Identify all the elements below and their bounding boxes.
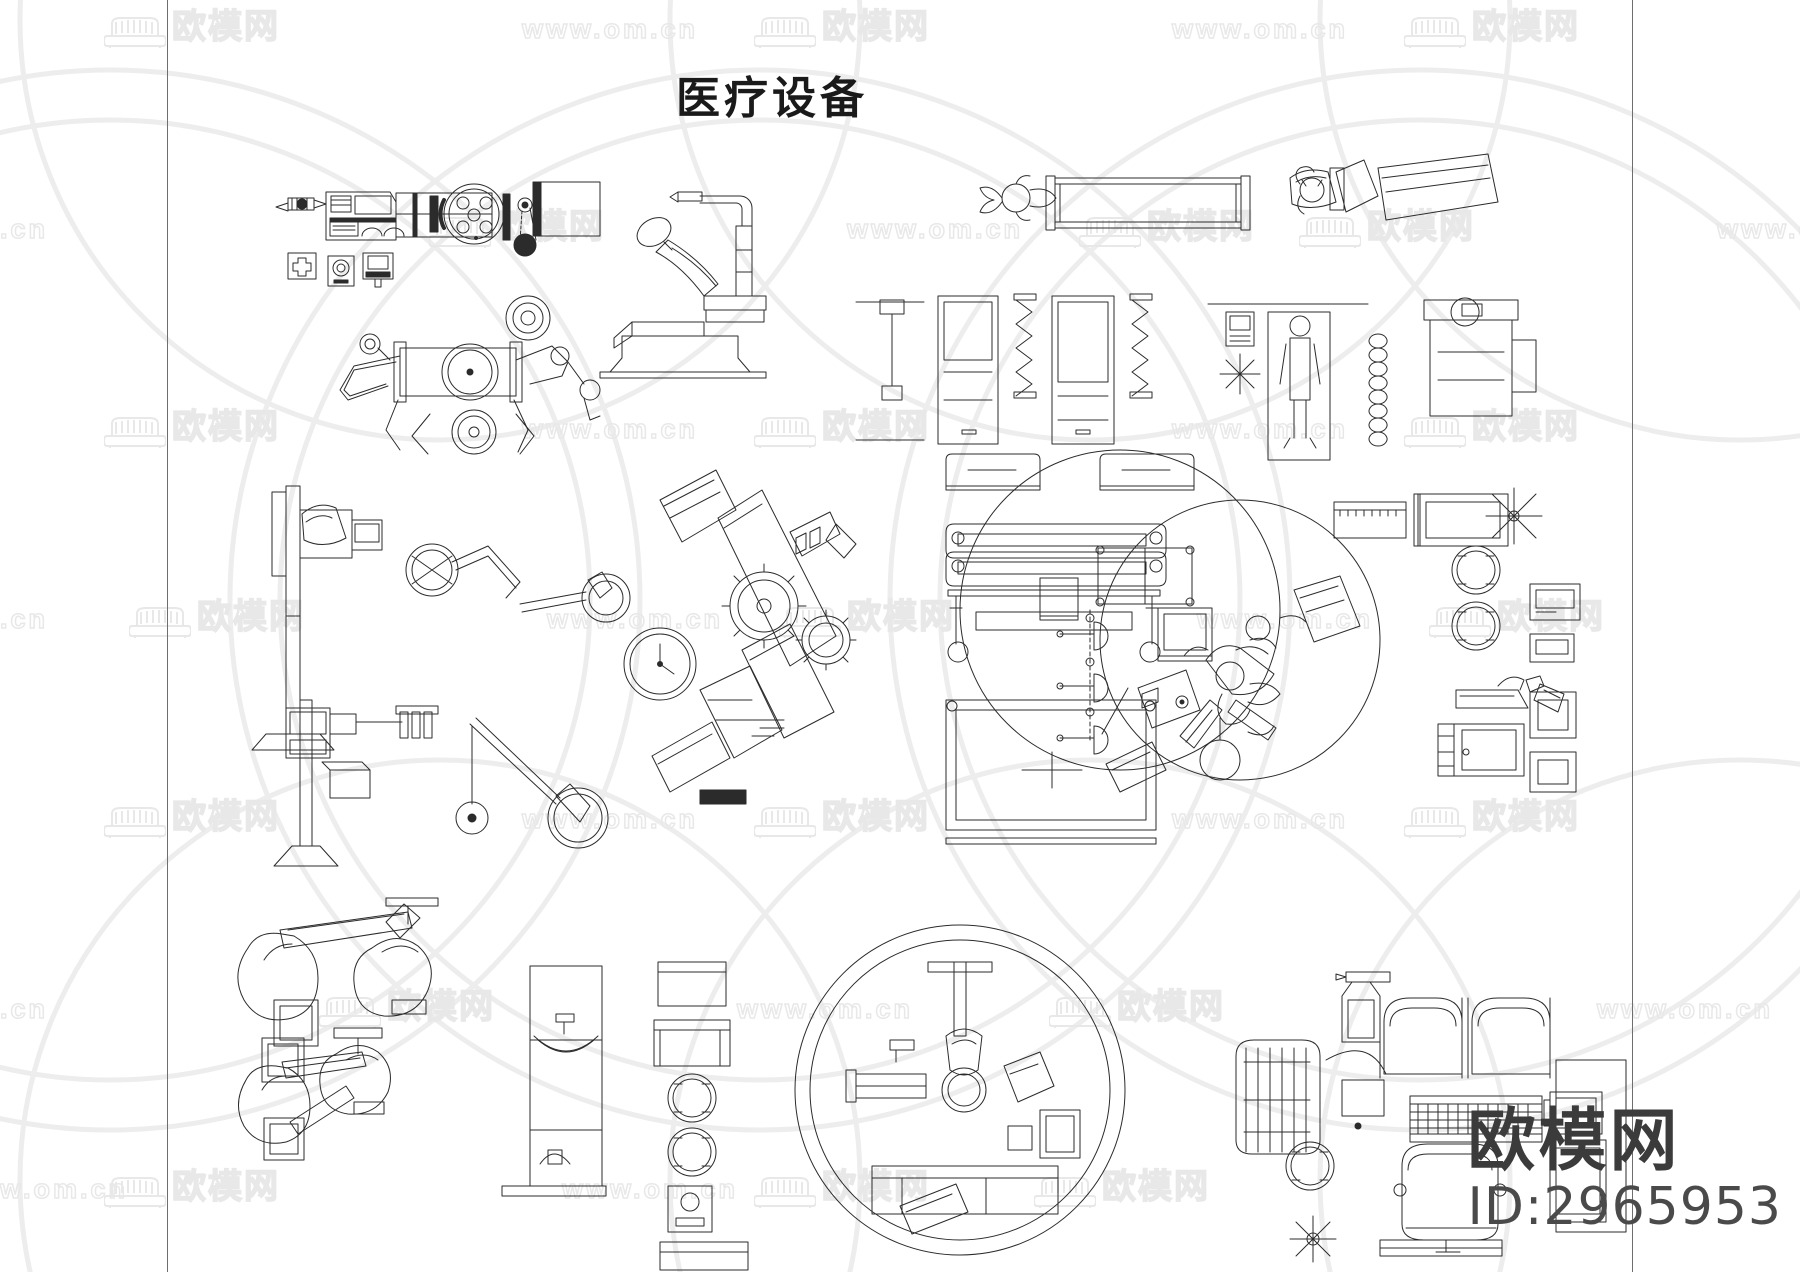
watermark-cn: 欧模网 [171, 408, 280, 446]
watermark-cn: 欧模网 [1471, 8, 1580, 46]
sofa-icon [429, 217, 491, 248]
sink-and-fixture-elevations [501, 961, 749, 1271]
sofa-icon [1429, 607, 1491, 638]
watermark-url: www.om.cn [0, 604, 49, 634]
sofa-icon [779, 607, 841, 638]
watermark-cn: 欧模网 [1366, 208, 1475, 246]
bed-headboard-plan [1423, 297, 1537, 417]
watermark-url: www.om.cn [561, 1174, 739, 1204]
frame-left-border [167, 0, 169, 1272]
imaging-console-cluster [275, 181, 601, 288]
surgical-table-assembly [623, 469, 857, 805]
sofa-icon [1404, 807, 1466, 838]
watermark-url: www.om.cn [0, 1174, 129, 1204]
accessory-elevations [1333, 487, 1581, 793]
site-name: 欧模网 [1467, 1102, 1681, 1182]
watermark-url: www.om.cn [1596, 994, 1774, 1024]
ceiling-lamp-assemblies [237, 897, 439, 1161]
watermark-url: www.om.cn [846, 214, 1024, 244]
watermark-cn: 欧模网 [171, 1168, 280, 1206]
sofa-icon [104, 807, 166, 838]
sofa-icon [754, 417, 816, 448]
watermark-cn: 欧模网 [821, 798, 930, 836]
watermark-url: www.om.cn [736, 994, 914, 1024]
watermark-cn: 欧模网 [171, 8, 280, 46]
watermark-url: www.om.cn [1171, 804, 1349, 834]
sofa-icon [129, 607, 191, 638]
site-logo-block: 欧模网 ID:2965953 [1468, 1108, 1782, 1238]
watermark-cn: 欧模网 [196, 598, 305, 636]
sofa-icon [104, 1177, 166, 1208]
mri-scanner-plan [1289, 153, 1499, 221]
small-table-elevations [945, 453, 1195, 491]
sofa-icon [104, 17, 166, 48]
operating-room-plan [959, 449, 1381, 793]
watermark-cn: 欧模网 [821, 1168, 930, 1206]
watermark-url: www.om.cn [521, 14, 699, 44]
watermark-cn: 欧模网 [821, 408, 930, 446]
sofa-icon [1404, 17, 1466, 48]
sofa-icon [754, 1177, 816, 1208]
watermark-cn: 欧模网 [1146, 208, 1255, 246]
watermark-url: www.om.cn [546, 604, 724, 634]
watermark-url: www.om.cn [1196, 604, 1374, 634]
watermark-cn: 欧模网 [1471, 798, 1580, 836]
asset-id: ID:2965953 [1467, 1177, 1782, 1238]
page-title: 医疗设备 [676, 73, 868, 124]
watermark-url: www.om.cn [521, 804, 699, 834]
dental-chair-assembly [599, 191, 767, 379]
scanner-room-plan [794, 924, 1126, 1256]
watermark-cn: 欧模网 [171, 798, 280, 836]
watermark-url: www.om.cn [1171, 14, 1349, 44]
sofa-icon [754, 17, 816, 48]
watermark-url: www.om.cn [1171, 414, 1349, 444]
watermark-url: www.om.cn [521, 414, 699, 444]
panoramic-xray-unit [273, 699, 609, 867]
sofa-icon [104, 417, 166, 448]
watermark-cn: 欧模网 [496, 208, 605, 246]
watermark-cn: 欧模网 [1101, 1168, 1210, 1206]
watermark-cn: 欧模网 [1496, 598, 1605, 636]
sofa-icon [1049, 997, 1111, 1028]
watermark-cn: 欧模网 [1471, 408, 1580, 446]
watermark-url: www.om.cn [1716, 214, 1800, 244]
frame-right-border [1632, 0, 1634, 1272]
exam-table-with-patient [1207, 303, 1388, 461]
watermark-cn: 欧模网 [1116, 988, 1225, 1026]
watermark-cn: 欧模网 [821, 8, 930, 46]
sofa-icon [1079, 217, 1141, 248]
sofa-icon [754, 807, 816, 838]
xray-column-unit [251, 485, 631, 751]
watermark-cn: 欧模网 [846, 598, 955, 636]
patient-bed-plan [979, 175, 1251, 231]
sofa-icon [1299, 217, 1361, 248]
watermark-url: www.om.cn [0, 994, 49, 1024]
mobile-stretcher-plan [339, 295, 601, 455]
sofa-icon [319, 997, 381, 1028]
screen-and-cabinet-row [855, 293, 1153, 445]
watermark-url: www.om.cn [0, 214, 49, 244]
trolley-and-door-elevations [945, 523, 1167, 845]
sofa-icon [1034, 1177, 1096, 1208]
sofa-icon [1404, 417, 1466, 448]
watermark-cn: 欧模网 [386, 988, 495, 1026]
